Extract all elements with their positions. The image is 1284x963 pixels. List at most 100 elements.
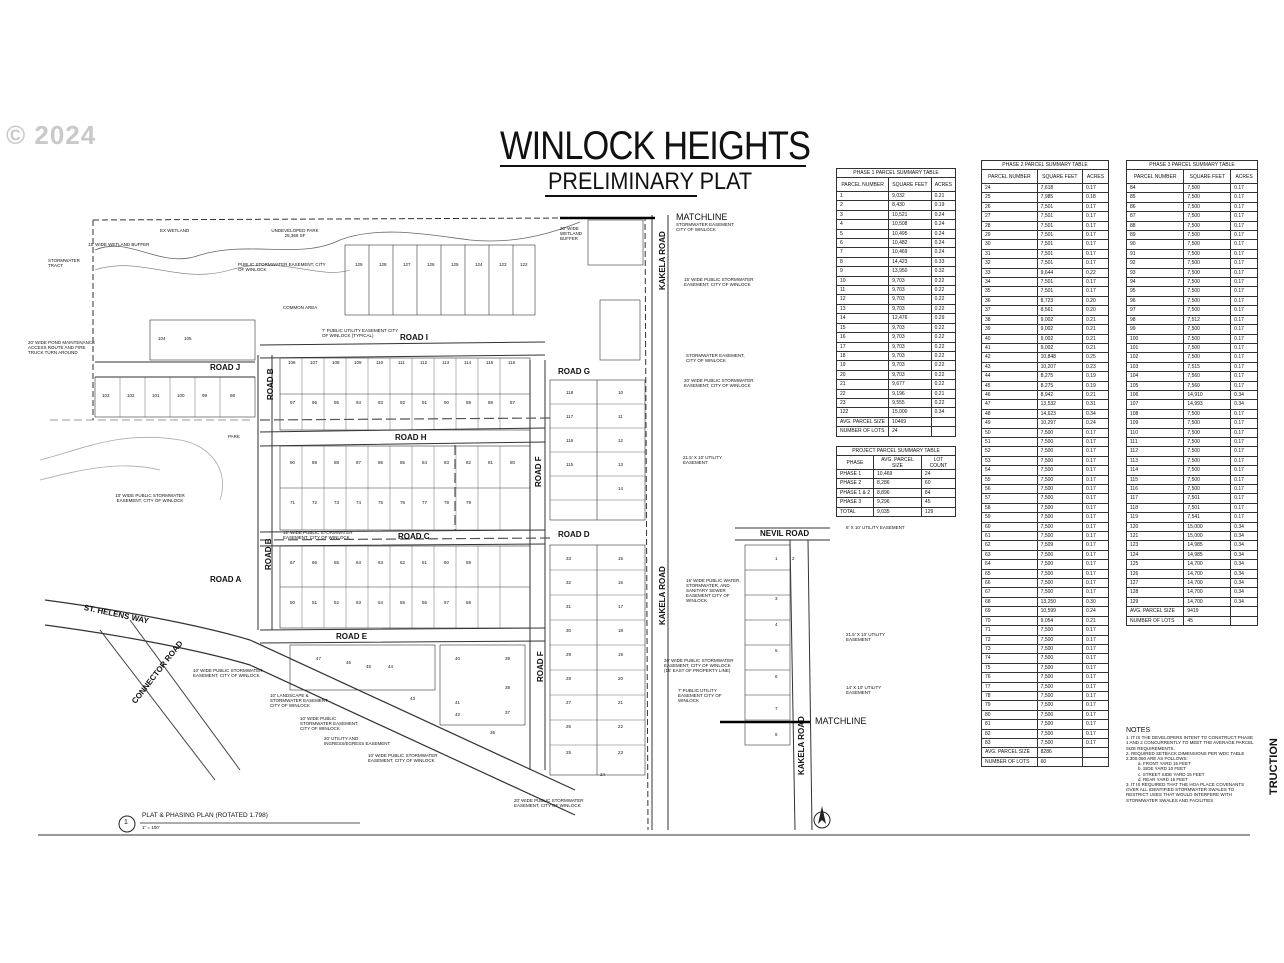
title-underline bbox=[500, 165, 806, 167]
table-cell: 0.17 bbox=[1230, 418, 1258, 429]
table-cell: 15 bbox=[835, 322, 890, 334]
table-cell: 0.17 bbox=[1230, 182, 1258, 194]
table-cell: 84 bbox=[920, 487, 957, 499]
table-cell: 0.17 bbox=[1230, 295, 1258, 307]
lot-number: 3 bbox=[775, 596, 778, 601]
table-cell: 7,500 bbox=[1183, 465, 1232, 476]
lot-number: 43 bbox=[410, 696, 416, 701]
table-cell: 0.22 bbox=[930, 332, 957, 343]
lot-number: 20 bbox=[618, 676, 624, 681]
table-cell: 10,469 bbox=[888, 247, 932, 258]
lot-number: 99 bbox=[202, 393, 208, 398]
lot-number: 31 bbox=[566, 604, 572, 609]
table-cell: 0.17 bbox=[1082, 248, 1109, 260]
table-cell: 45 bbox=[981, 380, 1038, 391]
table-caption: PHASE 3 PARCEL SUMMARY TABLE bbox=[1126, 160, 1258, 169]
table-cell: 7,500 bbox=[1036, 700, 1084, 711]
table-cell: 53 bbox=[981, 455, 1038, 467]
table-cell: 0.22 bbox=[930, 294, 957, 305]
table-cell: 0.23 bbox=[1082, 361, 1109, 373]
table-cell: 108 bbox=[1125, 408, 1185, 420]
road-label: ROAD F bbox=[536, 651, 545, 682]
table-cell: 111 bbox=[1125, 436, 1185, 448]
table-cell: 48 bbox=[981, 408, 1038, 420]
table-cell: 65 bbox=[981, 568, 1038, 580]
count-label: NUMBER OF LOTS bbox=[835, 426, 890, 437]
lot-number: 23 bbox=[618, 750, 624, 755]
table-cell: 7,500 bbox=[1036, 483, 1084, 495]
table-cell: 106 bbox=[1125, 389, 1185, 401]
table-cell: 0.17 bbox=[1082, 427, 1109, 438]
lot-number: 21 bbox=[618, 700, 624, 705]
table-cell: 0.17 bbox=[1082, 277, 1109, 288]
table-cell: 10,482 bbox=[888, 238, 932, 249]
lot-number: 125 bbox=[451, 262, 459, 267]
table-cell: 7,500 bbox=[1183, 408, 1232, 420]
annotation: EX WETLAND bbox=[160, 228, 190, 233]
table-cell: PHASE 3 bbox=[835, 497, 875, 508]
annotation: 10' WIDE PUBLIC STORMWATER EASEMENT, CIT… bbox=[193, 668, 263, 678]
table-cell: 62 bbox=[981, 540, 1038, 551]
annotation: 10' WIDE PUBLIC STORMWATER EASEMENT, CIT… bbox=[300, 716, 359, 731]
lot-number: 51 bbox=[312, 600, 318, 605]
table-cell: 7,500 bbox=[1183, 483, 1232, 495]
avg-value: 9419 bbox=[1183, 606, 1232, 617]
lot-number: 65 bbox=[334, 560, 340, 565]
table-cell: 36 bbox=[981, 295, 1038, 307]
table-cell: 10,207 bbox=[1036, 361, 1084, 373]
table-cell: 17 bbox=[835, 341, 890, 352]
table-cell: 21 bbox=[835, 379, 890, 390]
road-label: ROAD A bbox=[210, 575, 242, 584]
table-cell: 129 bbox=[920, 506, 957, 518]
table-cell: 0.21 bbox=[1082, 333, 1109, 344]
annotation: STORMWATER EASEMENT, CITY OF WINLOCK bbox=[686, 353, 745, 363]
table-cell: 0.20 bbox=[1082, 295, 1109, 307]
table-cell: 7,500 bbox=[1183, 333, 1232, 344]
table-cell: 118 bbox=[1125, 502, 1185, 514]
phase2-parcel-table: PHASE 2 PARCEL SUMMARY TABLE PARCEL NUMB… bbox=[981, 160, 1109, 768]
table-cell: 9,703 bbox=[888, 294, 932, 305]
lot-number: 92 bbox=[400, 400, 406, 405]
lot-number: 41 bbox=[455, 700, 461, 705]
table-cell: 115 bbox=[1125, 474, 1185, 486]
table-cell: 0.17 bbox=[1230, 502, 1258, 514]
table-cell: 7,500 bbox=[1036, 493, 1084, 504]
table-cell: 7,500 bbox=[1036, 446, 1084, 457]
page-title: WINLOCK HEIGHTS bbox=[500, 124, 811, 168]
lot-number: 104 bbox=[158, 336, 166, 341]
lot-number: 24 bbox=[600, 772, 606, 777]
lot-number: 18 bbox=[618, 628, 624, 633]
table-cell: 14 bbox=[835, 313, 890, 324]
table-cell: 125 bbox=[1125, 559, 1185, 570]
annotation: PARK bbox=[228, 434, 240, 439]
table-cell: 116 bbox=[1125, 483, 1185, 495]
table-cell: 15,000 bbox=[1183, 521, 1232, 533]
table-cell: 7,500 bbox=[1036, 728, 1084, 739]
table-cell: 7,501 bbox=[1036, 239, 1084, 250]
lot-number: 74 bbox=[356, 500, 362, 505]
table-cell: 10,469 bbox=[873, 468, 922, 480]
table-cell: PHASE 1 & 2 bbox=[835, 487, 875, 499]
table-cell: 0.17 bbox=[1082, 211, 1109, 222]
table-cell: 55 bbox=[981, 474, 1038, 486]
table-cell: 23 bbox=[835, 397, 890, 409]
table-cell: 0.34 bbox=[1230, 568, 1258, 580]
annotation: 15' WIDE PUBLIC WATER, STORMWATER, AND S… bbox=[686, 578, 741, 603]
table-cell: 0.17 bbox=[1230, 446, 1258, 457]
table-cell: 7,500 bbox=[1036, 474, 1084, 486]
lot-number: 116 bbox=[566, 438, 574, 443]
table-cell: PHASE 1 bbox=[835, 468, 875, 480]
lot-number: 27 bbox=[566, 700, 572, 705]
